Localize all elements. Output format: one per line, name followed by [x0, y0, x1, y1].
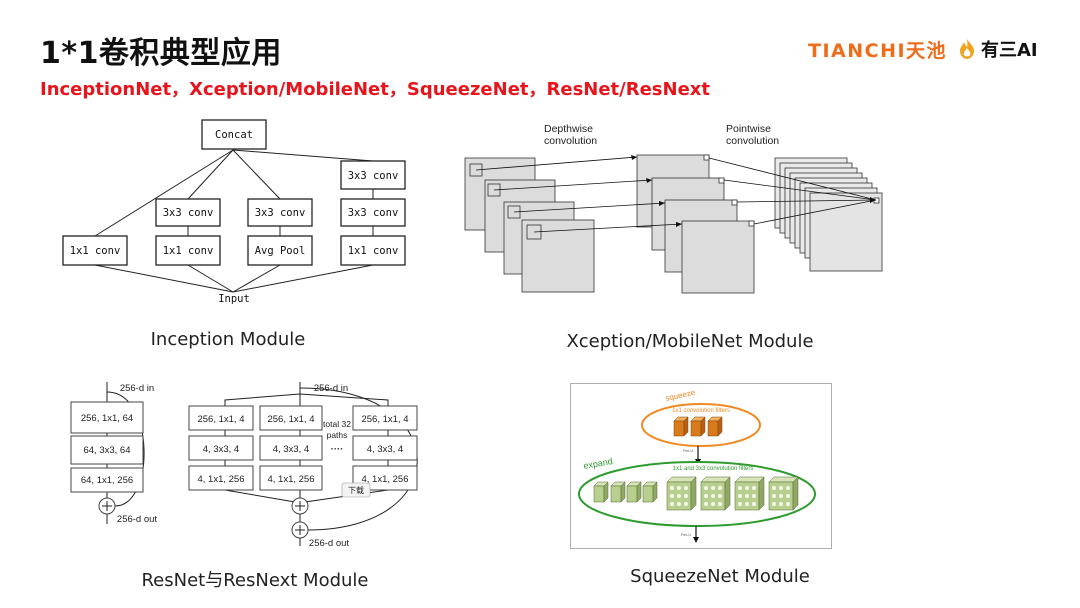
resnext-path2-layer-3: 4, 1x1, 256	[267, 474, 314, 485]
resnext-out: 256-d out	[309, 538, 350, 549]
inception-box-3x3-d: 3x3 conv	[348, 207, 399, 219]
inception-box-3x3-b: 3x3 conv	[255, 207, 306, 219]
yousan-logo-text: 有三AI	[981, 40, 1038, 61]
pointwise-label-2: convolution	[726, 135, 779, 147]
inception-box-3x3-a: 3x3 conv	[163, 207, 214, 219]
resnet-left-layer-2: 64, 3x3, 64	[83, 445, 130, 456]
relu-top-label: ReLU	[683, 448, 693, 453]
squeezenet-caption: SqueezeNet Module	[630, 566, 810, 587]
relu-bottom-label: ReLU	[681, 532, 691, 537]
yousan-logo: 有三AI	[957, 38, 1038, 61]
resnext-total-paths-2: paths	[327, 430, 348, 440]
inception-box-3x3-c: 3x3 conv	[348, 170, 399, 182]
inception-box-1x1-c: 1x1 conv	[348, 245, 399, 257]
resnext-path1-layer-2: 4, 3x3, 4	[203, 444, 239, 455]
resnext-path3-layer-2: 4, 3x3, 4	[367, 444, 403, 455]
inception-input-label: Input	[218, 293, 250, 305]
resnext-total-paths-1: total 32	[323, 419, 351, 429]
xception-diagram: Depthwise convolution Pointwise convolut…	[464, 123, 883, 294]
squeezenet-diagram: squeeze 1x1 convolution filters ReLU exp…	[570, 383, 832, 549]
expand-filters-label: 1x1 and 3x3 convolution filters	[673, 466, 754, 472]
inception-concat-label: Concat	[215, 129, 253, 141]
inception-box-avgpool: Avg Pool	[255, 245, 306, 257]
resnext-path3-layer-1: 256, 1x1, 4	[361, 414, 408, 425]
resnet-caption: ResNet与ResNext Module	[141, 570, 369, 591]
resnext-path3-layer-3: 4, 1x1, 256	[361, 474, 408, 485]
squeeze-filters-label: 1x1 convolution filters	[672, 408, 730, 414]
resnext-dots: ····	[331, 444, 344, 455]
resnext-path2-layer-1: 256, 1x1, 4	[267, 414, 314, 425]
resnext-path2-layer-2: 4, 3x3, 4	[273, 444, 309, 455]
inception-caption: Inception Module	[150, 329, 306, 350]
depthwise-label-1: Depthwise	[544, 123, 593, 135]
page-subtitle: InceptionNet，Xception/MobileNet，SqueezeN…	[40, 79, 711, 100]
inception-diagram: Concat 1x1 conv 3x3 conv 1x1 conv 3x3 co…	[62, 119, 406, 305]
depthwise-label-2: convolution	[544, 135, 597, 147]
resnet-left-layer-1: 256, 1x1, 64	[81, 413, 133, 424]
download-tooltip: 下载	[348, 485, 364, 495]
resnet-left-in: 256-d in	[120, 383, 154, 394]
page-title: 1*1卷积典型应用	[40, 36, 282, 71]
tianchi-logo: TIANCHI天池	[808, 39, 948, 62]
resnext-in: 256-d in	[314, 383, 348, 394]
xception-caption: Xception/MobileNet Module	[566, 331, 814, 352]
flame-icon	[960, 39, 974, 59]
resnet-left-layer-3: 64, 1x1, 256	[81, 475, 133, 486]
resnet-left-out: 256-d out	[117, 514, 158, 525]
resnet-diagram: 256-d in 256, 1x1, 64 64, 3x3, 64 64, 1x…	[70, 382, 418, 549]
pointwise-label-1: Pointwise	[726, 123, 771, 135]
resnext-path1-layer-3: 4, 1x1, 256	[197, 474, 244, 485]
inception-box-1x1-b: 1x1 conv	[163, 245, 214, 257]
resnext-path1-layer-1: 256, 1x1, 4	[197, 414, 244, 425]
inception-box-1x1: 1x1 conv	[70, 245, 121, 257]
